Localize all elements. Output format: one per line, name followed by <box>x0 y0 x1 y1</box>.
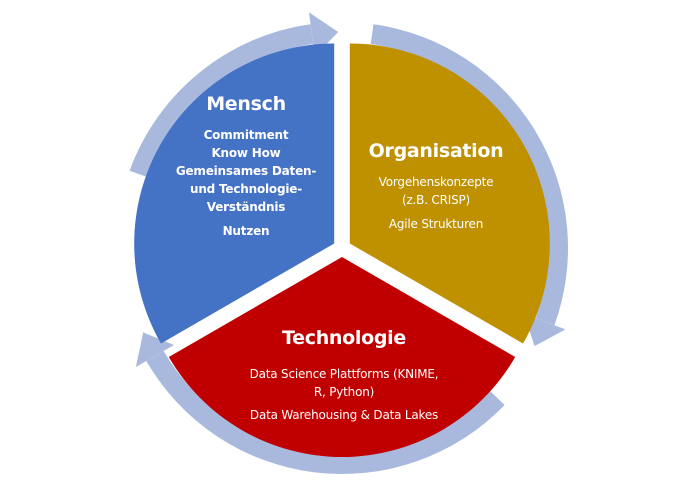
mensch-title: Mensch <box>206 93 286 115</box>
segment-mensch <box>134 43 335 344</box>
mensch-item: Nutzen <box>223 224 270 238</box>
technologie-item: Data Science Plattforms (KNIME, <box>250 367 439 381</box>
ring-arrowhead-left <box>135 332 174 367</box>
organisation-item: Agile Strukturen <box>389 217 483 231</box>
segment-technologie <box>168 257 516 457</box>
organisation-title: Organisation <box>369 140 504 162</box>
technologie-item: R, Python) <box>314 385 374 399</box>
technologie-item: Data Warehousing & Data Lakes <box>250 408 438 422</box>
ring-arc-top <box>129 24 314 178</box>
mensch-item: und Technologie- <box>190 182 302 196</box>
ring-arc-left <box>146 351 505 475</box>
segment-organisation <box>349 43 550 344</box>
mensch-item: Commitment <box>204 128 289 142</box>
organisation-item: (z.B. CRISP) <box>402 193 470 207</box>
mensch-item: Know How <box>211 146 280 160</box>
organisation-item: Vorgehenskonzepte <box>379 175 494 189</box>
mensch-item: Gemeinsames Daten- <box>176 164 317 178</box>
technologie-title: Technologie <box>282 327 406 349</box>
mensch-item: Verständnis <box>207 200 285 214</box>
ring-arrowhead-right <box>524 314 566 347</box>
